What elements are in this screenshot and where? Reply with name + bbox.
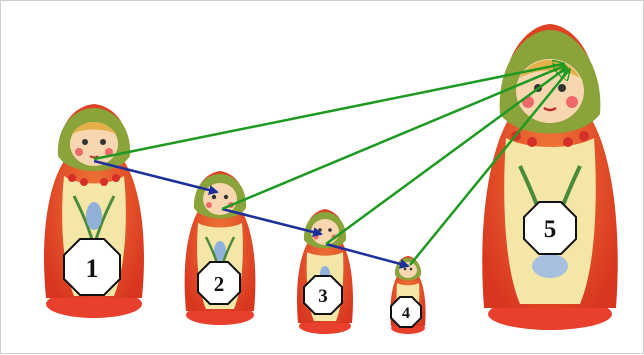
blue-arrows bbox=[93, 159, 410, 269]
label-3-text: 3 bbox=[318, 286, 328, 307]
label-5: 5 bbox=[523, 201, 577, 255]
arrow-2-to-3 bbox=[221, 207, 323, 237]
doll-5 bbox=[482, 24, 618, 330]
arrow-4-to-5 bbox=[409, 70, 569, 266]
arrow-3-to-5 bbox=[325, 68, 566, 246]
label-1-text: 1 bbox=[86, 254, 99, 283]
label-1: 1 bbox=[63, 238, 121, 296]
label-3: 3 bbox=[303, 275, 343, 315]
arrow-2-to-5 bbox=[221, 66, 564, 211]
green-arrows bbox=[93, 64, 569, 266]
arrow-1-to-2 bbox=[93, 159, 219, 195]
arrow-3-to-4 bbox=[325, 242, 410, 269]
label-2-text: 2 bbox=[214, 272, 225, 296]
label-5-text: 5 bbox=[544, 216, 557, 243]
arrow-1-to-5 bbox=[93, 64, 563, 161]
label-4: 4 bbox=[390, 296, 422, 328]
label-4-text: 4 bbox=[402, 305, 410, 322]
doll-3 bbox=[297, 209, 353, 334]
label-2: 2 bbox=[197, 261, 241, 305]
